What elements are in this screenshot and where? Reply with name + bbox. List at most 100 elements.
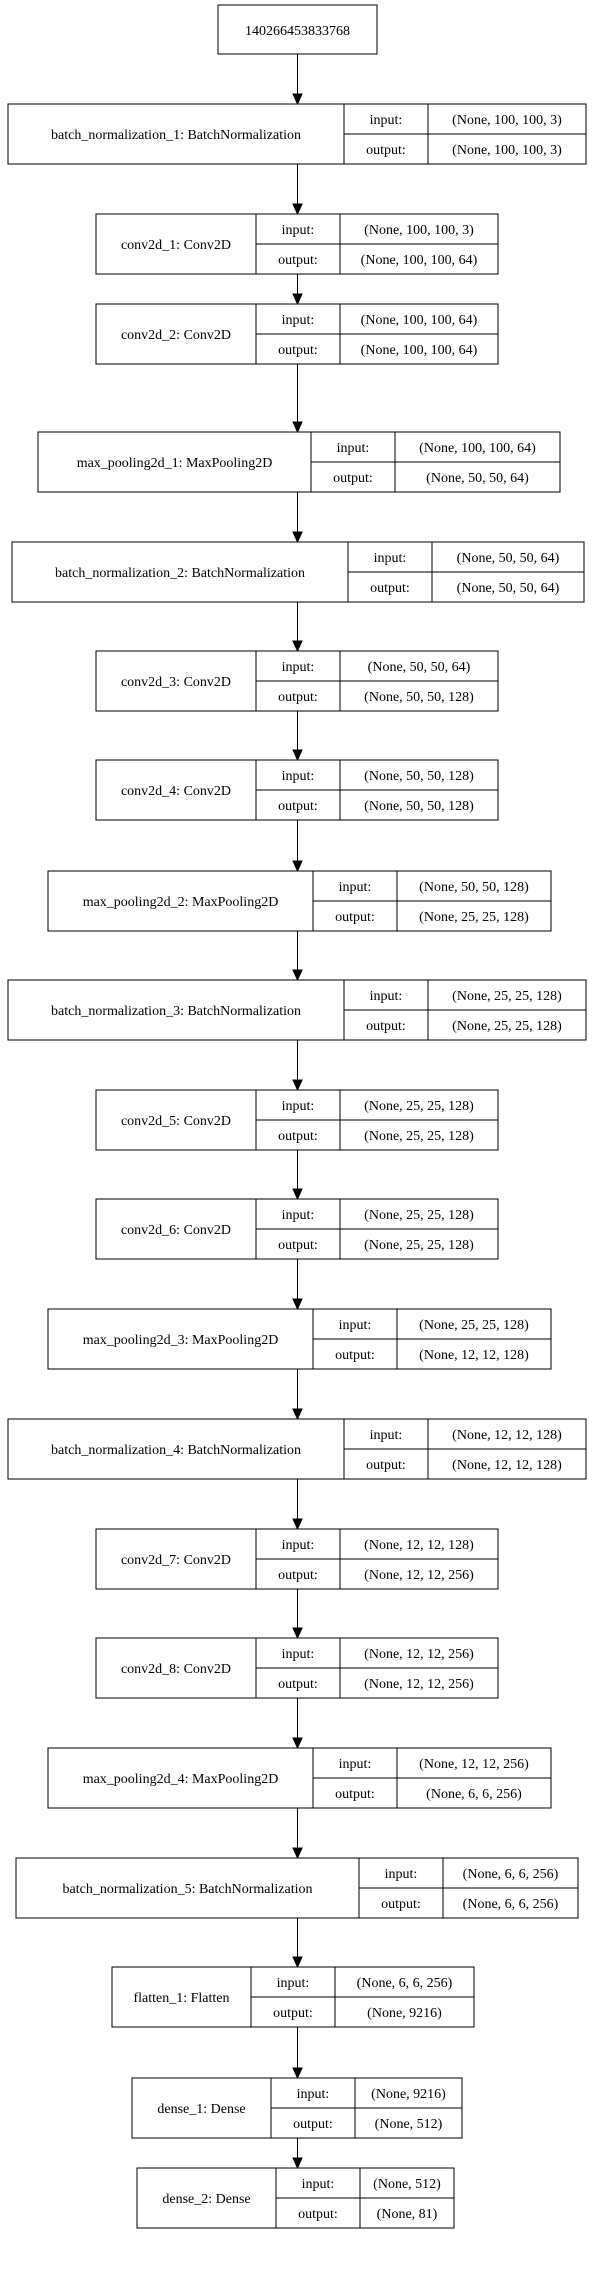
output-shape-value: (None, 100, 100, 64) — [361, 343, 478, 358]
input-shape-value: (None, 50, 50, 64) — [457, 551, 560, 566]
arrow-head — [292, 1518, 303, 1531]
output-shape-value: (None, 512) — [375, 2117, 443, 2132]
input-shape-value: (None, 100, 100, 64) — [361, 313, 478, 328]
input-shape-value: (None, 6, 6, 256) — [463, 1867, 559, 1882]
input-shape-value: (None, 512) — [373, 2177, 441, 2192]
arrow-head — [292, 2067, 303, 2080]
layer-node: batch_normalization_1: BatchNormalizatio… — [7, 103, 587, 165]
layer-label: max_pooling2d_1: MaxPooling2D — [77, 456, 273, 471]
output-shape-value: (None, 81) — [377, 2207, 438, 2222]
input-port-label: input: — [282, 660, 315, 675]
input-port-label: input: — [339, 1757, 372, 1772]
arrow-head — [292, 860, 303, 873]
layer-node: batch_normalization_2: BatchNormalizatio… — [11, 541, 585, 603]
output-port-label: output: — [298, 2207, 338, 2222]
output-shape-value: (None, 12, 12, 128) — [452, 1458, 562, 1473]
input-shape-value: (None, 25, 25, 128) — [452, 989, 562, 1004]
input-shape-value: (None, 12, 12, 128) — [364, 1538, 474, 1553]
output-shape-value: (None, 9216) — [367, 2006, 442, 2021]
output-port-label: output: — [278, 1568, 318, 1583]
input-shape-value: (None, 25, 25, 128) — [364, 1208, 474, 1223]
input-shape-value: (None, 9216) — [371, 2087, 446, 2102]
output-port-label: output: — [366, 143, 406, 158]
output-shape-value: (None, 25, 25, 128) — [452, 1019, 562, 1034]
output-shape-value: (None, 12, 12, 128) — [419, 1348, 529, 1363]
input-port-label: input: — [385, 1867, 418, 1882]
layer-label: dense_2: Dense — [162, 2192, 250, 2207]
arrow-head — [292, 1079, 303, 1092]
arrow-head — [292, 1188, 303, 1201]
output-port-label: output: — [278, 690, 318, 705]
arrow-head — [292, 93, 303, 106]
layer-label: conv2d_7: Conv2D — [121, 1553, 231, 1568]
layer-label: batch_normalization_4: BatchNormalizatio… — [51, 1443, 301, 1458]
output-shape-value: (None, 100, 100, 3) — [452, 143, 562, 158]
output-shape-value: (None, 50, 50, 128) — [364, 690, 474, 705]
output-port-label: output: — [278, 343, 318, 358]
layer-label: conv2d_5: Conv2D — [121, 1114, 231, 1129]
input-node: 140266453833768 — [217, 4, 378, 55]
output-shape-value: (None, 50, 50, 128) — [364, 799, 474, 814]
input-shape-value: (None, 50, 50, 128) — [419, 880, 529, 895]
output-port-label: output: — [293, 2117, 333, 2132]
input-shape-value: (None, 25, 25, 128) — [364, 1099, 474, 1114]
layer-label: dense_1: Dense — [157, 2102, 245, 2117]
arrow-head — [292, 421, 303, 434]
input-node-box — [217, 4, 378, 55]
input-shape-value: (None, 12, 12, 256) — [419, 1757, 529, 1772]
layer-label: conv2d_8: Conv2D — [121, 1662, 231, 1677]
input-port-label: input: — [282, 769, 315, 784]
output-port-label: output: — [366, 1458, 406, 1473]
arrow-head — [292, 1627, 303, 1640]
output-shape-value: (None, 6, 6, 256) — [426, 1787, 522, 1802]
output-port-label: output: — [278, 253, 318, 268]
output-port-label: output: — [333, 471, 373, 486]
arrow-head — [292, 203, 303, 216]
layer-label: batch_normalization_5: BatchNormalizatio… — [63, 1882, 313, 1897]
output-shape-value: (None, 12, 12, 256) — [364, 1568, 474, 1583]
input-port-label: input: — [282, 1099, 315, 1114]
input-shape-value: (None, 25, 25, 128) — [419, 1318, 529, 1333]
arrow-head — [292, 640, 303, 653]
arrow-head — [292, 969, 303, 982]
layer-node: max_pooling2d_4: MaxPooling2D input: outpu… — [47, 1747, 552, 1809]
output-shape-value: (None, 25, 25, 128) — [419, 910, 529, 925]
input-port-label: input: — [370, 1428, 403, 1443]
arrow-head — [292, 749, 303, 762]
input-port-label: input: — [374, 551, 407, 566]
output-port-label: output: — [278, 1677, 318, 1692]
input-shape-value: (None, 50, 50, 64) — [368, 660, 471, 675]
layer-node: dense_1: Dense input: output: (None, 9216) (… — [131, 2077, 463, 2139]
output-port-label: output: — [273, 2006, 313, 2021]
input-port-label: input: — [339, 1318, 372, 1333]
layer-label: conv2d_2: Conv2D — [121, 328, 231, 343]
layer-label: max_pooling2d_4: MaxPooling2D — [83, 1772, 279, 1787]
input-port-label: input: — [339, 880, 372, 895]
output-port-label: output: — [381, 1897, 421, 1912]
input-port-label: input: — [297, 2087, 330, 2102]
output-port-label: output: — [335, 1787, 375, 1802]
layer-node: max_pooling2d_1: MaxPooling2Dinput:outpu… — [37, 431, 561, 493]
output-port-label: output: — [335, 910, 375, 925]
output-port-label: output: — [335, 1348, 375, 1363]
output-port-label: output: — [366, 1019, 406, 1034]
output-shape-value: (None, 50, 50, 64) — [426, 471, 529, 486]
layer-node: max_pooling2d_2: MaxPooling2Dinput:outpu… — [47, 870, 552, 932]
input-port-label: input: — [370, 989, 403, 1004]
layer-label: flatten_1: Flatten — [133, 1991, 229, 2006]
input-shape-value: (None, 100, 100, 3) — [452, 113, 562, 128]
output-port-label: output: — [370, 581, 410, 596]
layer-label: batch_normalization_2: BatchNormalizatio… — [55, 566, 305, 581]
input-shape-value: (None, 50, 50, 128) — [364, 769, 474, 784]
layer-label: conv2d_6: Conv2D — [121, 1223, 231, 1238]
input-port-label: input: — [282, 223, 315, 238]
arrow-head — [292, 293, 303, 306]
